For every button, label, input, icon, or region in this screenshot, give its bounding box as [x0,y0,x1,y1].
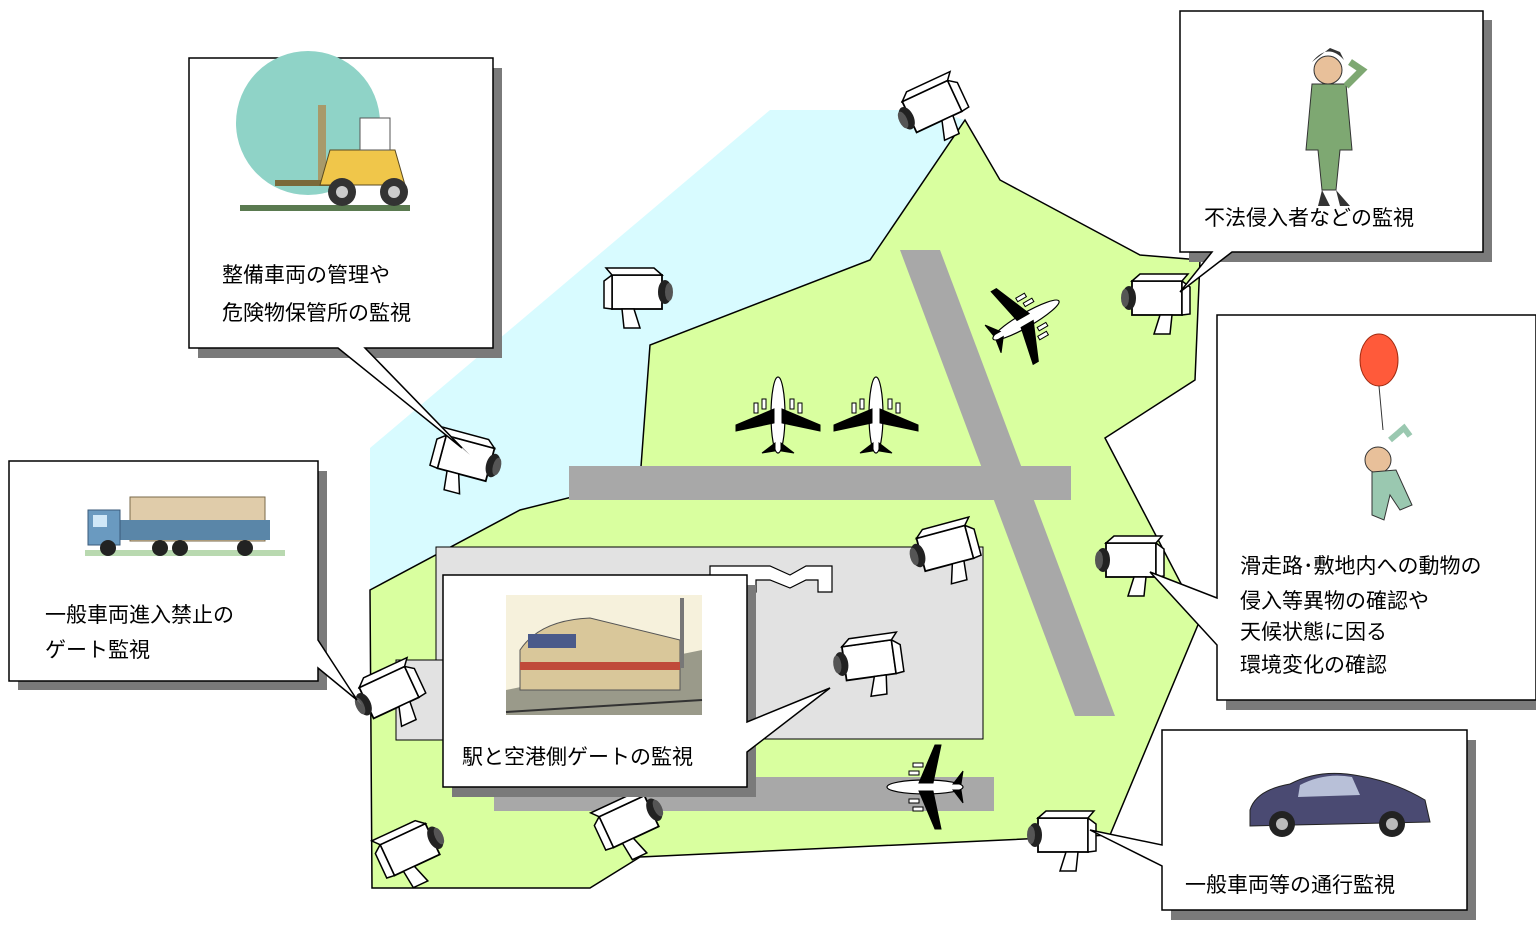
person-looking-icon [1305,48,1368,206]
callout-gate: 一般車両進入禁止の ゲート監視 [8,460,362,705]
camera-icon [1026,810,1097,872]
callout-maintenance-line-1: 整備車両の管理や [222,263,390,287]
callout-runway-line-4: 環境変化の確認 [1240,653,1387,677]
callout-traffic: 一般車両等の通行監視 [1089,729,1476,920]
callout-traffic-line-1: 一般車両等の通行監視 [1185,873,1395,897]
callout-maintenance: 整備車両の管理や 危険物保管所の監視 [188,51,502,455]
callout-runway-line-1: 滑走路･敷地内への動物の [1240,554,1482,578]
callout-runway-line-3: 天候状態に因る [1240,620,1387,644]
callout-gate-line-1: 一般車両進入禁止の [45,603,234,627]
callout-station: 駅と空港側ゲートの監視 [442,574,831,797]
runway-main [569,466,1071,500]
callout-runway: 滑走路･敷地内への動物の 侵入等異物の確認や 天候状態に因る 環境変化の確認 [1149,314,1536,710]
callout-station-line-1: 駅と空港側ゲートの監視 [462,745,693,769]
forklift-icon [236,51,410,211]
truck-icon [85,496,285,556]
callout-gate-line-2: ゲート監視 [45,638,150,662]
callout-intruder: 不法侵入者などの監視 [1179,10,1492,293]
callout-maintenance-line-2: 危険物保管所の監視 [222,301,411,325]
callout-runway-line-2: 侵入等異物の確認や [1240,589,1429,613]
callout-intruder-line-1: 不法侵入者などの監視 [1204,206,1414,230]
train-icon [505,595,703,715]
water-area [370,110,965,590]
balloon-person-icon [1359,333,1413,521]
car-icon [1249,772,1431,837]
